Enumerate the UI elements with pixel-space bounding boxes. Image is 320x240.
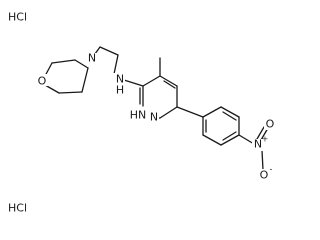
morpholine-nitrogen-label: N <box>88 52 96 65</box>
nitro-plus-charge: + <box>262 135 269 144</box>
amine-hydrogen-label: H <box>116 84 124 97</box>
nitro-oxygen-minus-label: O <box>260 169 269 182</box>
hcl-label-bottom: HCl <box>8 202 27 215</box>
amine-nitrogen-label: N <box>116 73 124 86</box>
nitro-nitrogen-label: N <box>254 138 262 151</box>
chemical-structure: O N N H HN N N + O O - HCl HCl <box>8 11 276 215</box>
atom-labels: O N N H HN N N + O O - <box>36 52 276 182</box>
morpholine-oxygen-label: O <box>38 75 47 88</box>
salt-labels: HCl HCl <box>8 11 27 215</box>
nitro-oxygen-top-label: O <box>266 118 275 131</box>
morpholine-ring <box>44 59 89 94</box>
pyridazine-n-label: N <box>150 111 158 124</box>
nitro-minus-charge: - <box>270 165 273 174</box>
hcl-label-top: HCl <box>8 11 27 24</box>
pyridazine-nh-label: HN <box>130 109 147 122</box>
nitrophenyl-ring <box>176 106 255 146</box>
